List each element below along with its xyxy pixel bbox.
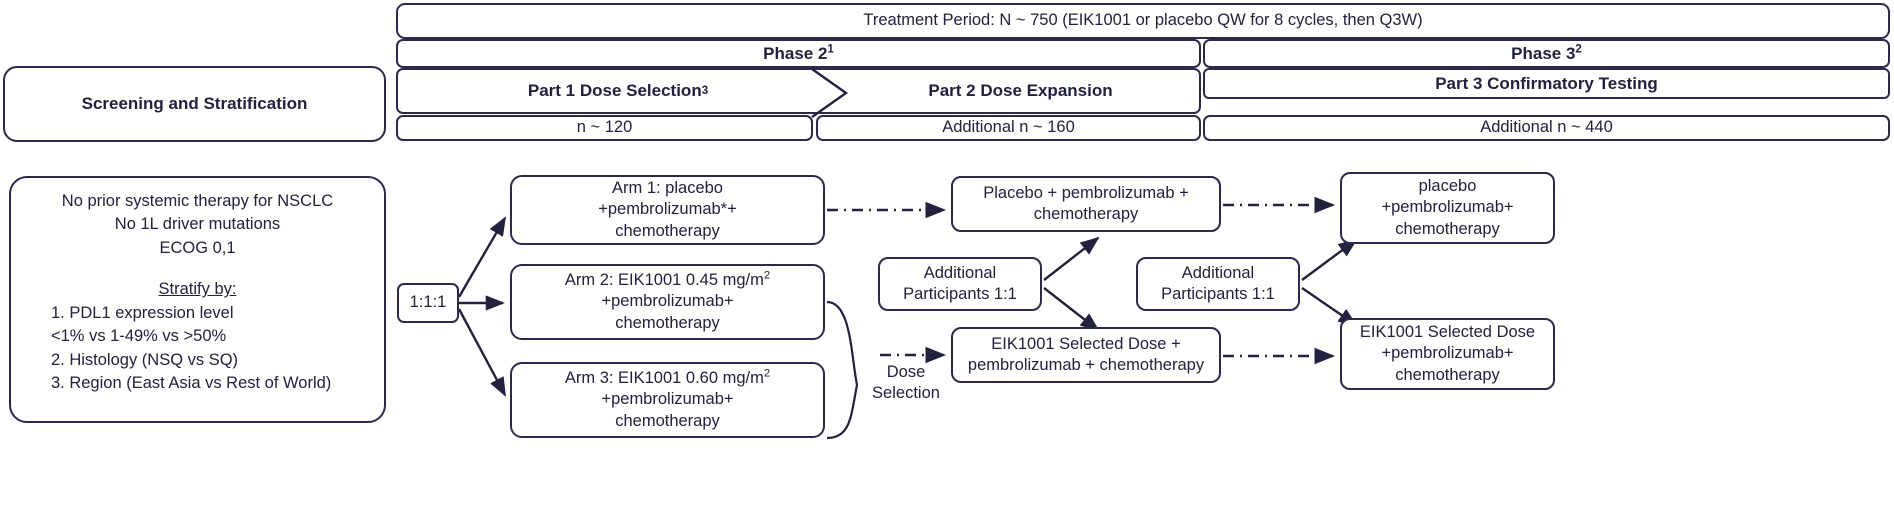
- part-3-placebo-line-2: +pembrolizumab+: [1381, 198, 1514, 217]
- arrow-p2-addl-to-placebo: [1043, 236, 1100, 281]
- part-3-eik-line-2: +pembrolizumab+: [1381, 344, 1514, 363]
- arm-3-line-3: chemotherapy: [615, 411, 720, 430]
- brace-arms23: [826, 300, 859, 440]
- treatment-period-label: Treatment Period: N ~ 750 (EIK1001 or pl…: [863, 11, 1423, 30]
- n-part-2-box: Additional n ~ 160: [816, 115, 1201, 141]
- n-part-3-box: Additional n ~ 440: [1203, 115, 1890, 141]
- part-2-label: Part 2 Dose Expansion: [928, 81, 1113, 100]
- part-2-cell: Part 2 Dose Expansion: [838, 70, 1203, 112]
- part-2-placebo-line-2: chemotherapy: [1033, 205, 1139, 223]
- part-2-eik-line-1: EIK1001 Selected Dose +: [991, 334, 1181, 353]
- arrow-p3-addl-to-placebo: [1301, 238, 1358, 281]
- randomization-ratio-label: 1:1:1: [409, 293, 447, 312]
- randomization-ratio-box: 1:1:1: [397, 283, 459, 323]
- arm-2-line-1: Arm 2: EIK1001 0.45 mg/m: [564, 271, 764, 290]
- part-2-additional-participants-box: Additional Participants 1:1: [878, 257, 1042, 311]
- phase-3-footnote: 2: [1575, 42, 1582, 55]
- part-2-placebo-line-1: Placebo + pembrolizumab +: [983, 183, 1189, 202]
- n-part-2-label: Additional n ~ 160: [942, 118, 1075, 137]
- arm-3-line-2: +pembrolizumab+: [601, 390, 734, 409]
- arm-1-line-1: Arm 1: placebo: [612, 179, 723, 198]
- part-3-placebo-box: placebo +pembrolizumab+ chemotherapy: [1340, 172, 1555, 244]
- arm-1-line-2: +pembrolizumab*+: [598, 200, 737, 219]
- phase-2-label: Phase 2: [763, 43, 828, 63]
- screening-title: Screening and Stratification: [81, 94, 308, 114]
- stratify-criterion: 2. Histology (NSQ vs SQ): [51, 350, 239, 369]
- screening-stratification-box: Screening and Stratification: [3, 66, 386, 142]
- part-2-placebo-box: Placebo + pembrolizumab + chemotherapy: [951, 176, 1221, 232]
- stratify-heading: Stratify by:: [158, 280, 237, 299]
- eligibility-criteria-box: No prior systemic therapy for NSCLC No 1…: [9, 176, 386, 423]
- arm-2-line-3: chemotherapy: [615, 313, 720, 332]
- phase-3-banner: Phase 32: [1203, 39, 1890, 68]
- stratify-criterion: 1. PDL1 expression level: [51, 303, 234, 322]
- dose-selection-line-2: Selection: [872, 384, 940, 403]
- arrow-p2-addl-to-eik: [1043, 287, 1100, 332]
- part-3-placebo-line-1: placebo: [1418, 177, 1477, 196]
- arrow-ratio-to-arm1: [457, 216, 507, 298]
- arm-3-unit-exponent: 2: [763, 367, 771, 380]
- n-part-3-label: Additional n ~ 440: [1480, 118, 1613, 137]
- part-1-label: Part 1 Dose Selection: [527, 81, 702, 100]
- n-part-1-label: n ~ 120: [576, 118, 633, 137]
- part-3-additional-line-2: Participants 1:1: [1161, 285, 1275, 303]
- arm-3-box: Arm 3: EIK1001 0.60 mg/m2 +pembrolizumab…: [510, 362, 825, 438]
- eligibility-line-2: No 1L driver mutations: [114, 215, 281, 234]
- part-2-eik-line-2: pembrolizumab + chemotherapy: [967, 356, 1205, 374]
- arm-2-unit-exponent: 2: [763, 269, 771, 282]
- dose-selection-line-1: Dose: [886, 363, 926, 381]
- arm-1-box: Arm 1: placebo +pembrolizumab*+ chemothe…: [510, 175, 825, 245]
- part-3-placebo-line-3: chemotherapy: [1395, 219, 1500, 238]
- treatment-period-banner: Treatment Period: N ~ 750 (EIK1001 or pl…: [396, 3, 1890, 39]
- arm-1-line-3: chemotherapy: [615, 221, 720, 240]
- part-2-additional-line-1: Additional: [923, 263, 997, 282]
- arm-3-line-1: Arm 3: EIK1001 0.60 mg/m: [564, 369, 764, 388]
- arrow-ratio-to-arm3: [457, 308, 507, 397]
- stratify-criterion: 3. Region (East Asia vs Rest of World): [51, 373, 332, 392]
- arm-2-line-2: +pembrolizumab+: [601, 292, 734, 311]
- n-part-1-box: n ~ 120: [396, 115, 813, 141]
- part-2-additional-line-2: Participants 1:1: [903, 285, 1017, 303]
- part-3-label: Part 3 Confirmatory Testing: [1435, 73, 1658, 93]
- part-2-eik1001-box: EIK1001 Selected Dose + pembrolizumab + …: [951, 327, 1221, 383]
- stratify-criterion: <1% vs 1-49% vs >50%: [51, 327, 227, 346]
- part-3-eik-line-3: chemotherapy: [1395, 365, 1500, 384]
- phase-3-label: Phase 3: [1511, 43, 1576, 63]
- part-3-additional-line-1: Additional: [1181, 263, 1255, 282]
- part-3-banner: Part 3 Confirmatory Testing: [1203, 68, 1890, 99]
- eligibility-line-1: No prior systemic therapy for NSCLC: [61, 192, 334, 210]
- dose-selection-label: Dose Selection: [858, 362, 954, 408]
- arm-2-box: Arm 2: EIK1001 0.45 mg/m2 +pembrolizumab…: [510, 264, 825, 340]
- eligibility-line-3: ECOG 0,1: [159, 238, 236, 257]
- part-3-additional-participants-box: Additional Participants 1:1: [1136, 257, 1300, 311]
- phase-2-footnote: 1: [827, 42, 834, 55]
- phase-2-banner: Phase 21: [396, 39, 1201, 68]
- part-3-eik1001-box: EIK1001 Selected Dose +pembrolizumab+ ch…: [1340, 318, 1555, 390]
- part-3-eik-line-1: EIK1001 Selected Dose: [1359, 323, 1536, 342]
